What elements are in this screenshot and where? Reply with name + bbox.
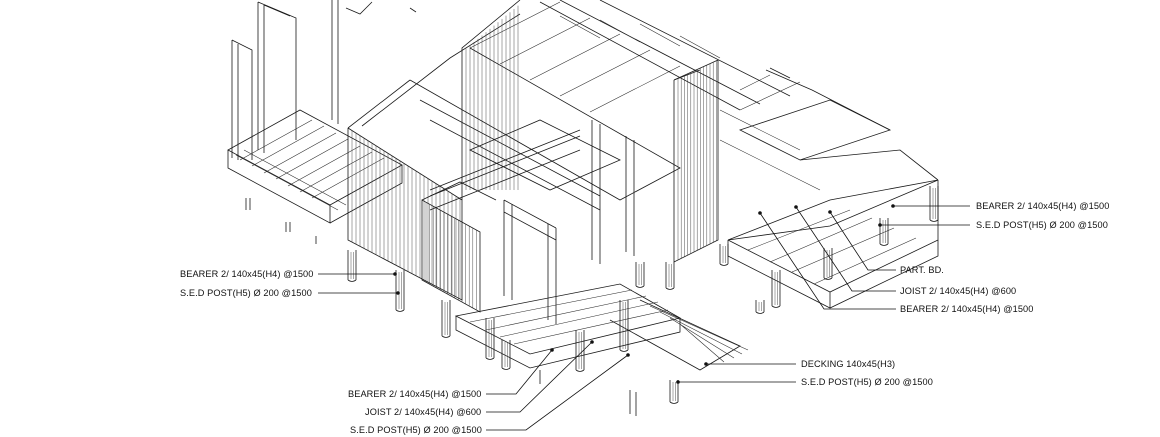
label-mid-bearer: BEARER 2/ 140x45(H4) @1500 [900,304,1033,314]
leader-dot [590,340,594,344]
post [669,380,679,404]
post [879,218,889,246]
post [619,300,629,352]
main-gable-wall [347,0,521,301]
leader-dot [828,210,832,214]
post [719,244,729,266]
label-right-bearer: BEARER 2/ 140x45(H4) @1500 [976,201,1109,211]
leader-dot [626,353,630,357]
leader-dot [794,205,798,209]
posts [347,186,939,404]
left-frames [231,0,417,160]
label-mid-joist: JOIST 2/ 140x45(H4) @600 [900,286,1016,296]
leader-dot [393,272,397,276]
leader-dot [878,223,882,227]
post [771,270,781,308]
post [823,248,833,280]
label-left-post: S.E.D POST(H5) Ø 200 @1500 [180,288,312,298]
left-deck [227,109,403,244]
leader-dot [704,362,708,366]
post [665,262,675,290]
leader-mid-bearer [759,212,896,310]
lower-deck [454,283,749,416]
post [395,270,405,312]
post [485,318,495,360]
leader-bottom-post [486,354,629,431]
post [929,186,939,222]
annotations: BEARER 2/ 140x45(H4) @1500 S.E.D POST(H5… [180,201,1109,435]
leader-dot [676,380,680,384]
label-part-bd: PART. BD. [900,265,944,275]
post [501,340,511,370]
label-deck-post: S.E.D POST(H5) Ø 200 @1500 [801,377,933,387]
leader-bottom-joist [486,341,593,413]
framing-structure [227,0,939,416]
leader-dot [891,204,895,208]
post [347,250,357,282]
label-decking: DECKING 140x45(H3) [801,359,895,369]
leader-dot [758,211,762,215]
post [635,262,645,288]
leader-bottom-bearer [486,349,553,395]
right-tower [673,59,719,263]
front-small-wall [421,120,635,324]
leader-part-bd [829,211,896,271]
leader-mid-joist [795,206,896,292]
post [755,300,765,314]
label-bottom-post: S.E.D POST(H5) Ø 200 @1500 [350,425,482,435]
label-left-bearer: BEARER 2/ 140x45(H4) @1500 [180,269,313,279]
label-bottom-bearer: BEARER 2/ 140x45(H4) @1500 [348,389,481,399]
leader-dot [550,348,554,352]
post [441,300,451,338]
leader-dot [396,291,400,295]
label-bottom-joist: JOIST 2/ 140x45(H4) @600 [365,407,481,417]
label-right-post: S.E.D POST(H5) Ø 200 @1500 [976,220,1108,230]
